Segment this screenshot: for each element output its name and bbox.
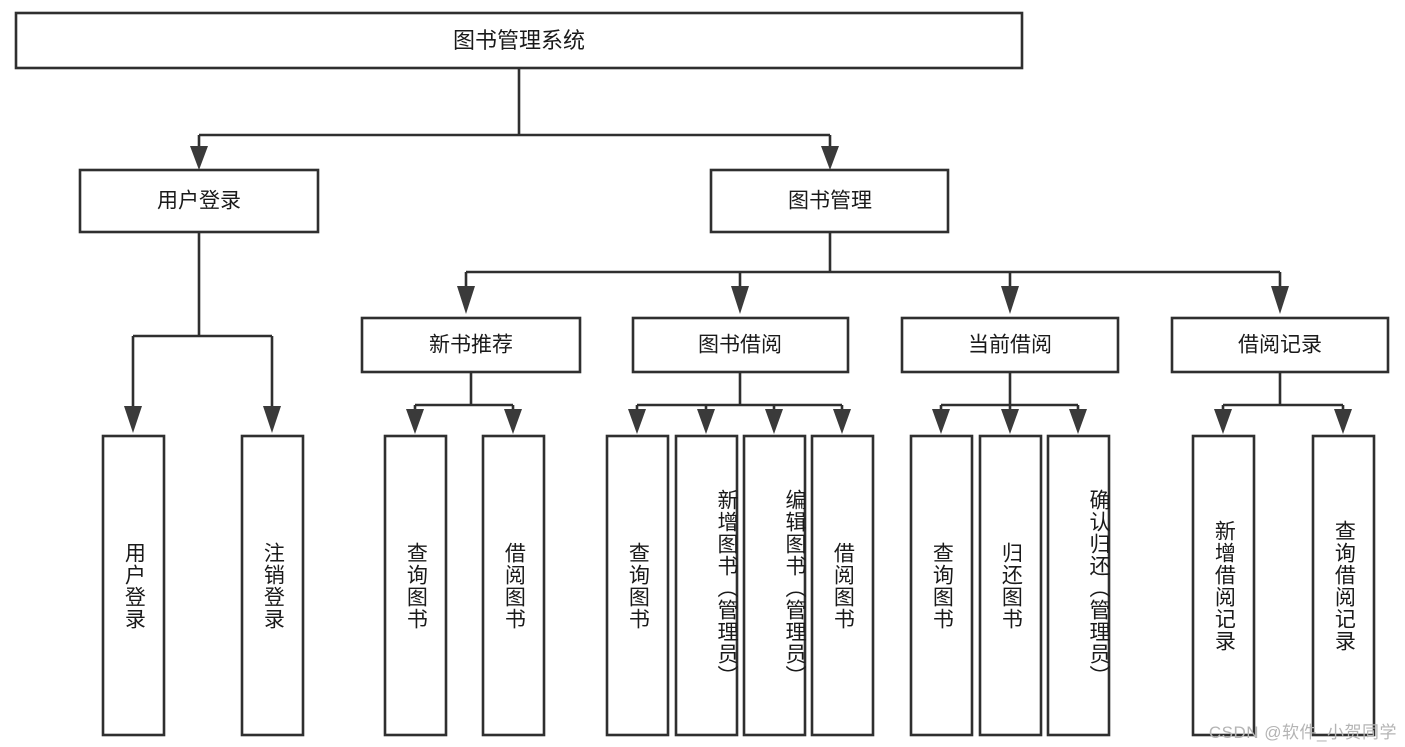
node-book-borrow[interactable]: 图书借阅 (631, 316, 850, 374)
new-book-recommend-label: 新书推荐 (429, 334, 513, 357)
csdn-watermark: CSDN @软件_小贺同学 (1208, 723, 1397, 742)
borrow-record-box[interactable] (1170, 316, 1390, 374)
node-root[interactable]: 图书管理系统 (14, 11, 1024, 70)
arrow-current-borrow-leaf-3 (1069, 409, 1087, 434)
leaf-box-current-borrow-1[interactable] (909, 434, 974, 737)
leaf-box-current-borrow-3[interactable] (1046, 434, 1111, 737)
book-management-label: 图书管理 (788, 190, 872, 213)
new-book-recommend-box[interactable] (360, 316, 582, 374)
node-borrow-record[interactable]: 借阅记录 (1170, 316, 1390, 374)
arrow-current-borrow-leaf-1 (932, 409, 950, 434)
node-book-management[interactable]: 图书管理 (709, 168, 950, 234)
leaf-box-book-borrow-2[interactable] (674, 434, 739, 737)
arrow-to-current-borrow (1001, 286, 1019, 314)
borrow-record-label: 借阅记录 (1238, 334, 1322, 357)
arrow-to-book-borrow (731, 286, 749, 314)
leaf-box-user-login-1[interactable] (101, 434, 166, 737)
arrow-new-book-leaf-1 (406, 409, 424, 434)
book-borrow-label: 图书借阅 (698, 334, 782, 357)
arrow-root-to-book-mgmt (821, 146, 839, 170)
arrow-current-borrow-leaf-2 (1001, 409, 1019, 434)
arrow-book-borrow-leaf-3 (765, 409, 783, 434)
node-user-login[interactable]: 用户登录 (78, 168, 320, 234)
arrow-to-new-book (457, 286, 475, 314)
arrow-borrow-record-leaf-1 (1214, 409, 1232, 434)
leaf-box-current-borrow-2[interactable] (978, 434, 1043, 737)
leaf-box-book-borrow-1[interactable] (605, 434, 670, 737)
arrow-new-book-leaf-2 (504, 409, 522, 434)
root-label: 图书管理系统 (453, 28, 585, 53)
arrow-borrow-record-leaf-2 (1334, 409, 1352, 434)
leaf-box-borrow-record-1[interactable] (1191, 434, 1256, 737)
leaf-box-user-login-2[interactable] (240, 434, 305, 737)
current-borrow-label: 当前借阅 (968, 334, 1052, 357)
leaf-box-borrow-record-2[interactable] (1311, 434, 1376, 737)
node-current-borrow[interactable]: 当前借阅 (900, 316, 1120, 374)
arrow-book-borrow-leaf-2 (697, 409, 715, 434)
arrow-root-to-user-login (190, 146, 208, 170)
leaf-box-new-book-1[interactable] (383, 434, 448, 737)
arrow-user-login-leaf-2 (263, 406, 281, 433)
leaf-box-book-borrow-4[interactable] (810, 434, 875, 737)
arrow-user-login-leaf-1 (124, 406, 142, 433)
book-management-box[interactable] (709, 168, 950, 234)
arrow-book-borrow-leaf-1 (628, 409, 646, 434)
root-box[interactable] (14, 11, 1024, 70)
current-borrow-box[interactable] (900, 316, 1120, 374)
node-new-book-recommend[interactable]: 新书推荐 (360, 316, 582, 374)
leaf-box-new-book-2[interactable] (481, 434, 546, 737)
arrow-book-borrow-leaf-4 (833, 409, 851, 434)
arrow-to-borrow-record (1271, 286, 1289, 314)
leaf-box-book-borrow-3[interactable] (742, 434, 807, 737)
user-login-label: 用户登录 (157, 190, 241, 213)
book-borrow-box[interactable] (631, 316, 850, 374)
